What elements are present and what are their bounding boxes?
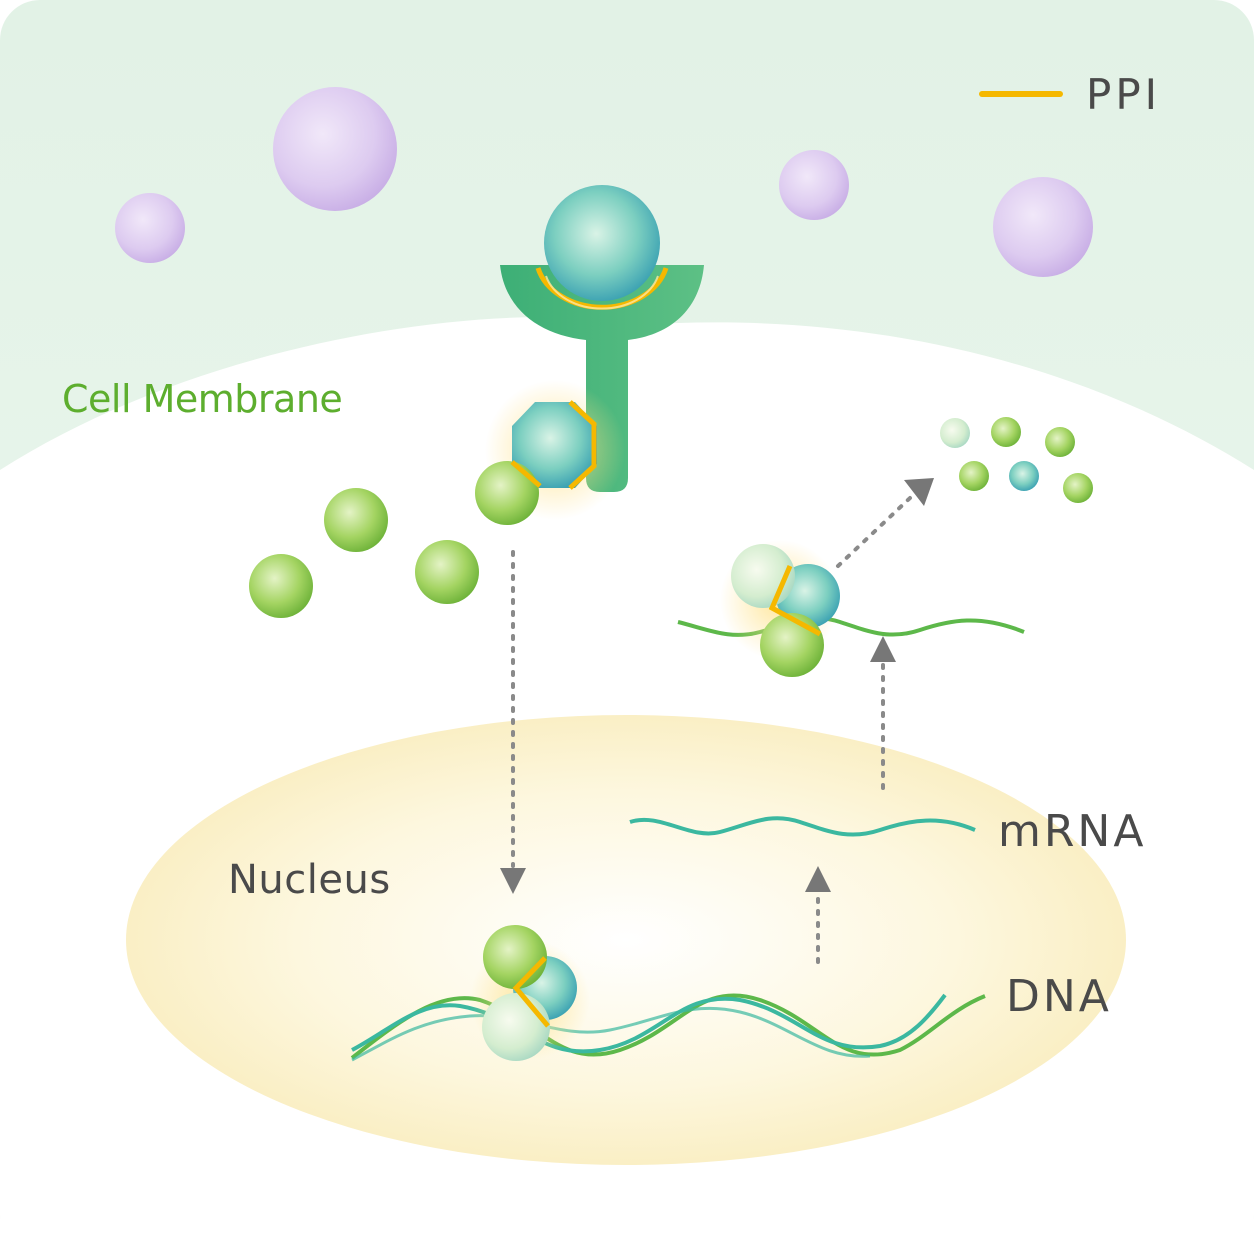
dna-label: DNA — [1006, 971, 1112, 1022]
protein-product-icon — [940, 417, 1093, 503]
free-protein-icon — [249, 488, 479, 618]
ppi-legend-label: PPI — [1086, 70, 1162, 119]
ribosome-subunit-icon — [760, 613, 824, 677]
tf-protein-icon — [483, 925, 547, 989]
receptor-icon — [500, 185, 704, 492]
arrow-head-icon — [870, 636, 896, 662]
signal-protein-icon — [475, 461, 539, 525]
dna-helix-icon — [350, 993, 986, 1062]
adaptor-protein-icon — [512, 402, 597, 488]
cell-membrane-label: Cell Membrane — [62, 377, 343, 421]
ppi-line-icon — [512, 956, 550, 1028]
tf-protein-icon — [482, 993, 550, 1061]
mrna-label: mRNA — [998, 806, 1147, 857]
ppi-line-icon — [768, 565, 822, 637]
nucleus-label: Nucleus — [228, 857, 391, 903]
arrow-head-icon — [805, 866, 831, 892]
ppi-line-icon — [510, 460, 542, 488]
arrow-head-icon — [904, 478, 934, 506]
mrna-strand-icon — [629, 816, 976, 837]
ligand-sphere-icon — [115, 87, 1093, 277]
ppi-line-icon — [568, 400, 597, 490]
dotted-arrow-icon — [836, 496, 912, 568]
arrow-head-icon — [500, 868, 526, 894]
nucleus-ellipse — [126, 715, 1126, 1165]
